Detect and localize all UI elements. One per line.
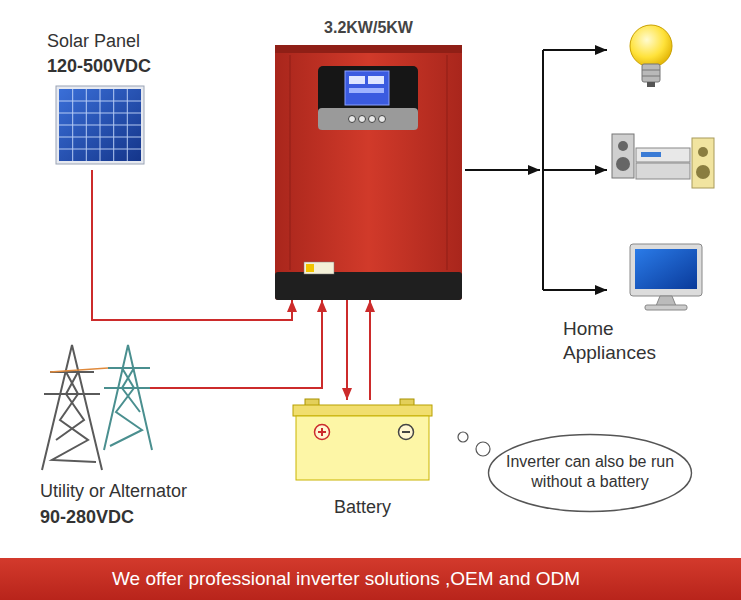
power-connector bbox=[346, 300, 348, 400]
appliance-branches bbox=[543, 50, 607, 290]
bubble-ellipse bbox=[489, 435, 692, 512]
inverter: 3.2KW/5KW bbox=[275, 18, 465, 300]
utility-grid: Utility or Alternator 90-280VDC bbox=[35, 340, 235, 535]
inverter-housing bbox=[275, 45, 462, 300]
power-connector bbox=[235, 300, 322, 388]
stereo-icon bbox=[612, 134, 714, 188]
solar-panel: Solar Panel120-500VDC bbox=[40, 28, 180, 170]
node-sublabel: 120-500VDC bbox=[47, 55, 151, 78]
power-connector bbox=[369, 300, 371, 400]
home-appliances: Home Appliances bbox=[540, 25, 735, 370]
node-label: Home Appliances bbox=[563, 317, 695, 365]
node-label: 3.2KW/5KW bbox=[275, 18, 462, 38]
power-connector bbox=[465, 169, 540, 171]
node-label: Utility or Alternator bbox=[40, 480, 187, 503]
power-connector bbox=[92, 170, 292, 320]
battery-icon bbox=[293, 399, 432, 480]
battery: Battery bbox=[290, 400, 438, 522]
node-sublabel: 90-280VDC bbox=[40, 506, 134, 529]
node-label: Inverter can also be run without a batte… bbox=[500, 452, 680, 492]
monitor-icon bbox=[630, 244, 702, 310]
utility-towers bbox=[42, 345, 235, 470]
banner-band: We offer professional inverter solutions… bbox=[0, 558, 741, 600]
node-label: We offer professional inverter solutions… bbox=[112, 567, 580, 591]
solar-panel-icon bbox=[56, 86, 144, 164]
node-label: Battery bbox=[290, 496, 435, 519]
thought-dots bbox=[458, 432, 490, 456]
callout-bubble: Inverter can also be run without a batte… bbox=[487, 433, 693, 513]
light-bulb-icon bbox=[630, 25, 672, 87]
node-label: Solar Panel bbox=[47, 30, 140, 53]
